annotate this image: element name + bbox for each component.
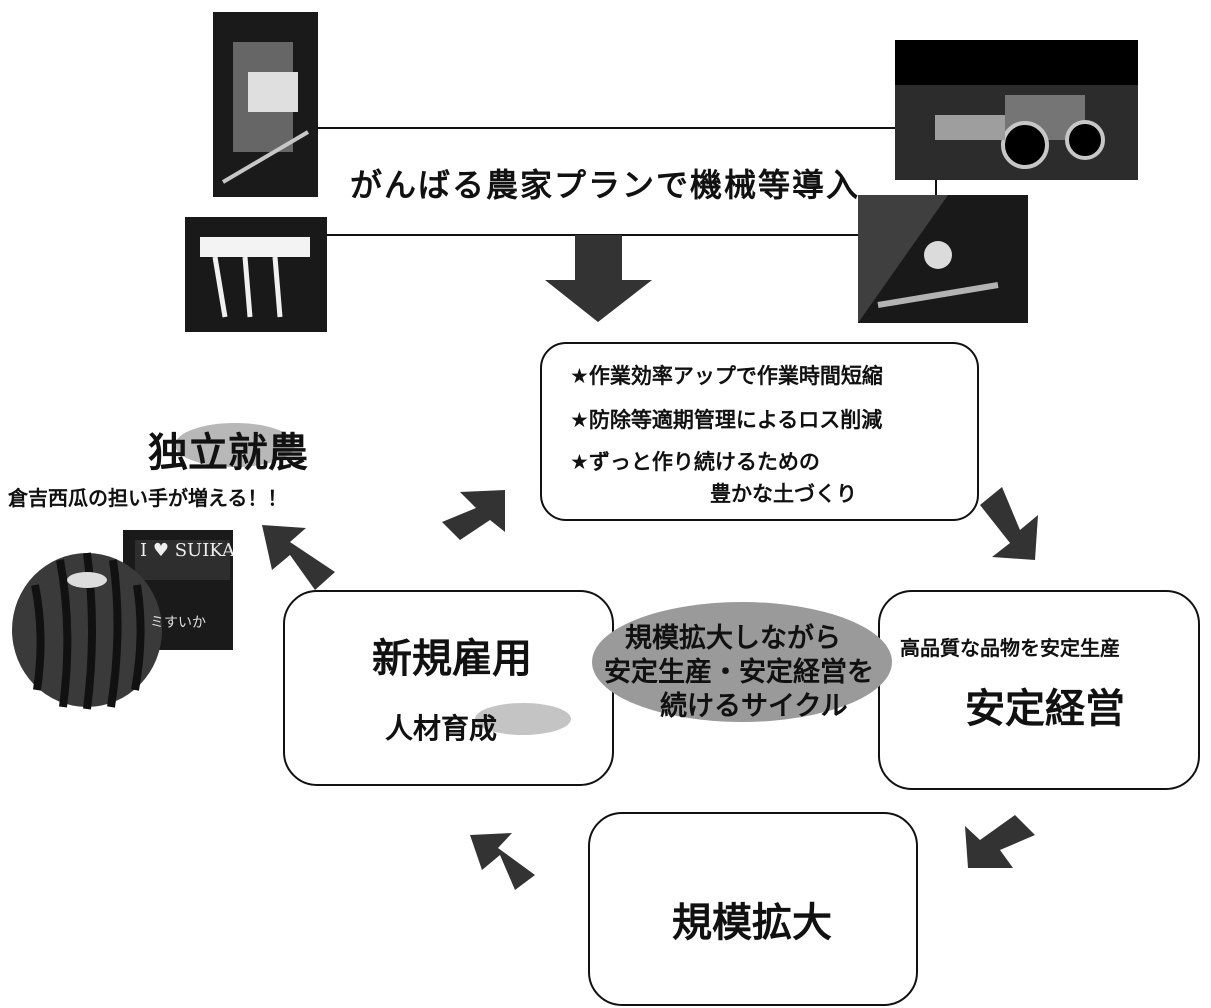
watermelon-image: [12, 530, 233, 710]
stable-management-title: 安定経営: [965, 686, 1125, 732]
employment-title: 新規雇用: [372, 636, 532, 682]
employment-box: 新規雇用 人材育成: [283, 590, 614, 786]
training-highlight: [475, 703, 571, 735]
implement-photo: [185, 217, 327, 332]
benefits-box: ★作業効率アップで作業時間短縮 ★防除等適期管理によるロス削減 ★ずっと作り続け…: [540, 342, 979, 521]
quality-caption: 高品質な品物を安定生産: [900, 636, 1120, 660]
independent-subtitle: 倉吉西瓜の担い手が増える！！: [8, 486, 288, 510]
benefit-3: ★ずっと作り続けるための: [570, 450, 820, 474]
arrow-up-right-icon: [442, 490, 505, 540]
arrow-down-left-icon: [965, 815, 1035, 868]
benefit-2: ★防除等適期管理によるロス削減: [570, 408, 883, 432]
benefit-3-continued: 豊かな土づくり: [710, 482, 857, 506]
down-arrow-icon: [545, 235, 652, 322]
suika-label: ミすいか: [150, 615, 206, 631]
cycle-ellipse: [592, 602, 892, 722]
training-title: 人材育成: [385, 712, 498, 745]
expansion-title: 規模拡大: [672, 900, 832, 946]
independent-highlight: [175, 423, 295, 467]
cycle-line-1: 規模拡大しながら: [625, 623, 841, 654]
cycle-line-2: 安定生産・安定経営を: [604, 657, 874, 688]
expansion-box: 規模拡大: [588, 812, 918, 1006]
arrow-up-left-icon: [470, 833, 535, 890]
suika-logo: I ♥ SUIKA: [140, 540, 236, 561]
benefit-1: ★作業効率アップで作業時間短縮: [570, 364, 883, 388]
arrow-down-right-icon: [980, 487, 1038, 560]
top-title: がんばる農家プランで機械等導入: [350, 166, 861, 204]
arrow-to-independent-icon: [262, 525, 335, 590]
machine-photo-1: [213, 12, 318, 197]
cycle-line-3: 続けるサイクル: [660, 691, 848, 722]
tractor-photo: [895, 40, 1138, 180]
stable-management-box: 高品質な品物を安定生産 安定経営: [878, 590, 1200, 790]
field-work-photo: [858, 195, 1028, 323]
independent-title: 独立就農: [148, 430, 308, 476]
